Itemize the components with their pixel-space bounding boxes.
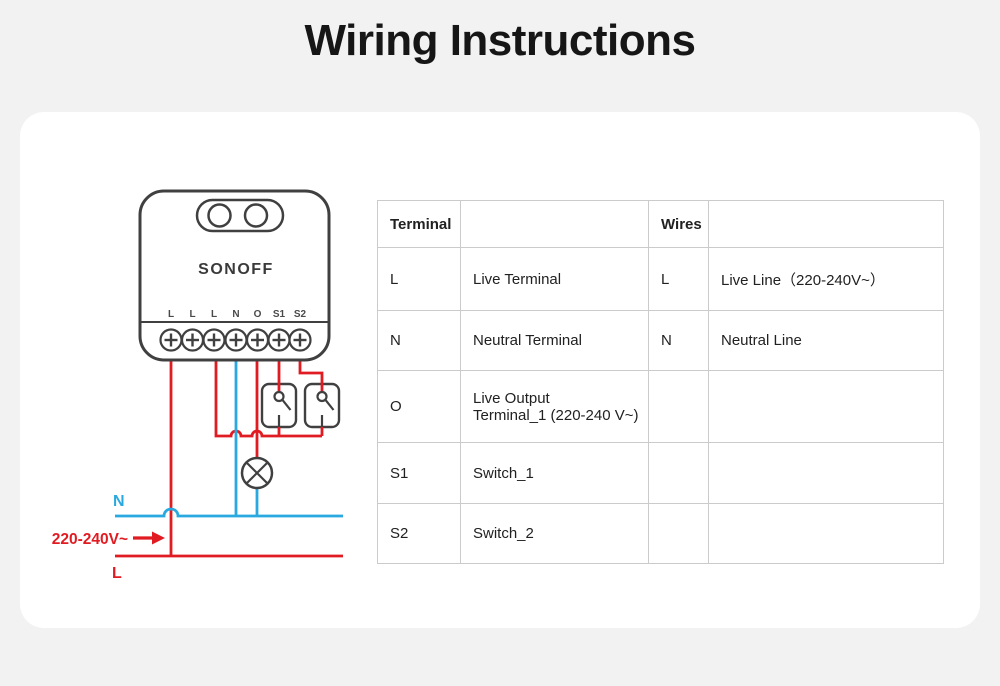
wiring-lines <box>115 360 343 558</box>
cell-terminal-desc: Switch_1 <box>460 442 649 504</box>
terminal-label-s1: S1 <box>273 309 286 320</box>
table-row: S2 Switch_2 <box>377 503 944 564</box>
terminal-label-l1: L <box>168 309 174 320</box>
wiring-table: Terminal Wires L Live Terminal L Live Li… <box>377 200 944 564</box>
switch-2-symbol <box>316 390 335 427</box>
voltage-label: 220-240V~ <box>52 531 128 548</box>
cell-wire: N <box>648 310 709 371</box>
terminal-label-l2: L <box>189 309 195 320</box>
cell-wire-desc <box>708 442 944 504</box>
wiring-card: SONOFF L L L N O S1 S2 <box>20 112 980 628</box>
cell-wire: L <box>648 247 709 311</box>
terminal-label-l3: L <box>211 309 217 320</box>
device-outline <box>138 189 331 362</box>
screw-terminal-icon <box>245 328 270 352</box>
cell-wire <box>648 370 709 443</box>
cell-wire-desc <box>708 503 944 564</box>
screw-terminal-icon <box>288 328 312 352</box>
cell-terminal-desc: Neutral Terminal <box>460 310 649 371</box>
screw-terminal-icon <box>180 328 205 352</box>
cell-wire <box>648 503 709 564</box>
table-row: L Live Terminal L Live Line（220-240V~） <box>377 247 944 311</box>
cell-terminal: S2 <box>377 503 461 564</box>
screw-terminal-icon <box>224 328 248 352</box>
live-loop-wire <box>214 360 322 438</box>
sonoff-logo: SONOFF <box>198 261 274 278</box>
terminal-labels: L L L N O S1 S2 <box>168 309 307 320</box>
sonoff-device: SONOFF L L L N O S1 S2 <box>138 189 331 362</box>
table-header-row: Terminal Wires <box>377 200 944 248</box>
cell-wire-desc <box>708 370 944 443</box>
cell-wire <box>648 442 709 504</box>
cell-terminal-desc: Live Terminal <box>460 247 649 311</box>
cell-terminal-desc: Switch_2 <box>460 503 649 564</box>
cell-terminal: O <box>377 370 461 443</box>
neutral-line-label: N <box>113 493 125 510</box>
switch2-wire <box>298 360 324 391</box>
arrow-right-icon <box>133 531 165 545</box>
cell-wire-desc: Neutral Line <box>708 310 944 371</box>
table-row: S1 Switch_1 <box>377 442 944 504</box>
cell-terminal-desc: Live Output Terminal_1 (220-240 V~) <box>460 370 649 443</box>
cell-wire-desc: Live Line（220-240V~） <box>708 247 944 311</box>
terminal-label-n: N <box>232 309 239 320</box>
device-buttons <box>195 198 285 233</box>
table-row: N Neutral Terminal N Neutral Line <box>377 310 944 371</box>
header-terminal-desc <box>460 200 649 248</box>
terminal-label-o: O <box>254 309 262 320</box>
live-line-label: L <box>112 565 122 582</box>
screw-terminal-icon <box>159 328 183 352</box>
header-wires-desc <box>708 200 944 248</box>
lamp-icon <box>240 456 274 490</box>
header-terminal: Terminal <box>377 200 461 248</box>
terminal-label-s2: S2 <box>294 309 307 320</box>
screw-terminal-icon <box>202 328 226 352</box>
header-wires: Wires <box>648 200 709 248</box>
table-row: O Live Output Terminal_1 (220-240 V~) <box>377 370 944 443</box>
screw-terminal-icon <box>267 328 291 352</box>
switch-1-symbol <box>273 390 292 427</box>
cell-terminal: S1 <box>377 442 461 504</box>
cell-terminal: L <box>377 247 461 311</box>
cell-terminal: N <box>377 310 461 371</box>
screw-terminals <box>159 328 312 352</box>
page-title: Wiring Instructions <box>304 16 697 65</box>
wiring-diagram: SONOFF L L L N O S1 S2 <box>52 189 343 582</box>
neutral-bus-line <box>115 507 343 518</box>
